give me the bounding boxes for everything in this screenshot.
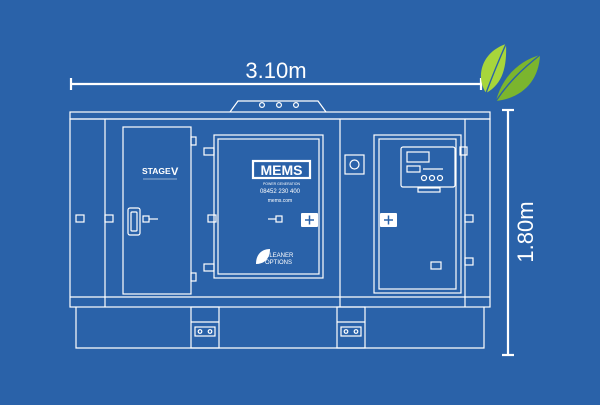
control-panel bbox=[400, 146, 456, 188]
vent-bolt bbox=[293, 101, 300, 108]
height-label: 1.80m bbox=[513, 201, 538, 262]
stage-label: STAGE bbox=[142, 166, 171, 176]
left-door-handle bbox=[127, 207, 141, 236]
eco-label-line2: OPTIONS bbox=[265, 260, 292, 266]
base-frame bbox=[75, 307, 485, 349]
eco-label-line1: CLEANER bbox=[265, 253, 294, 259]
brand-subtitle: POWER GENERATION bbox=[263, 182, 301, 186]
brand-phone: 08452 230 400 bbox=[260, 189, 301, 195]
inspection-window bbox=[344, 154, 365, 175]
enclosure-body bbox=[69, 118, 491, 308]
vent-bolt bbox=[259, 101, 266, 108]
enclosure-top-rail bbox=[69, 111, 491, 120]
left-door bbox=[122, 126, 192, 295]
roof-vent bbox=[229, 100, 327, 113]
lift-pocket-left bbox=[190, 306, 220, 349]
small-leaf-icon bbox=[256, 249, 270, 264]
brand-website: mems.com bbox=[268, 198, 292, 204]
lift-pocket-right bbox=[336, 306, 366, 349]
brand-name: MEMS bbox=[261, 162, 303, 178]
center-door bbox=[213, 134, 324, 279]
brand-logo-box bbox=[251, 159, 312, 180]
vent-bolt bbox=[276, 101, 283, 108]
stage-sub-mark: V bbox=[171, 166, 179, 178]
width-label: 3.10m bbox=[245, 58, 306, 83]
right-door bbox=[373, 134, 462, 294]
leaf-icon bbox=[480, 43, 541, 102]
